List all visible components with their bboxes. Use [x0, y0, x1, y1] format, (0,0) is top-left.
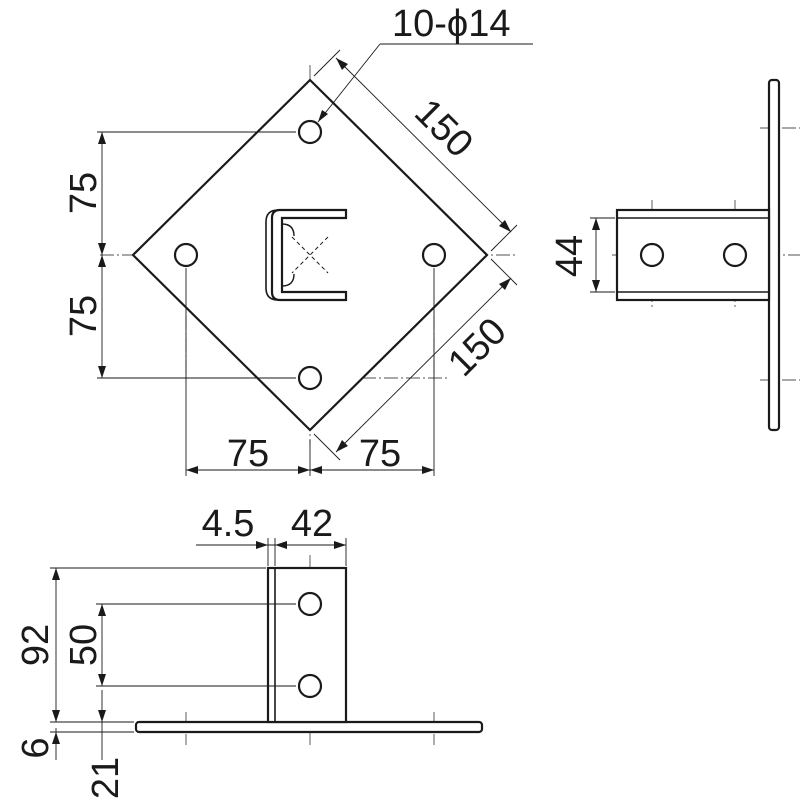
dim-front-gap: 4.5	[202, 503, 255, 545]
dim-top-horizontal-right: 75	[359, 433, 401, 475]
hole-callout: 10-ϕ14	[392, 3, 510, 45]
front-view: 4.5 42 92 50 6 21	[15, 503, 484, 799]
dim-diagonal-lower: 150	[440, 310, 515, 385]
front-hole-upper	[297, 591, 323, 617]
channel-bracket-top	[265, 208, 348, 302]
front-hole-lower	[297, 673, 323, 699]
hole-left	[173, 242, 199, 268]
front-channel	[266, 566, 348, 724]
side-hole-2	[722, 242, 748, 268]
hole-right	[421, 242, 447, 268]
diamond-base-plate	[131, 78, 489, 432]
dim-front-pitch: 50	[63, 624, 105, 666]
side-base-plate	[767, 78, 781, 432]
dim-front-width: 42	[291, 503, 333, 545]
dim-front-height: 92	[15, 624, 57, 666]
dim-front-base-offset: 21	[85, 757, 127, 799]
dim-top-vertical-upper: 75	[63, 172, 105, 214]
dim-side-width: 44	[549, 235, 591, 277]
hole-top	[297, 119, 323, 145]
hole-bottom	[297, 365, 323, 391]
side-hole-1	[639, 242, 665, 268]
dim-top-vertical-lower: 75	[63, 295, 105, 337]
dim-top-horizontal-left: 75	[227, 433, 269, 475]
dim-front-plate-thickness: 6	[15, 737, 57, 758]
front-base-plate	[134, 720, 484, 734]
top-view: 75 75 75 75 150 150 10-ϕ14	[63, 3, 533, 476]
dim-diagonal-upper: 150	[406, 91, 481, 166]
side-view: 44	[549, 78, 800, 432]
